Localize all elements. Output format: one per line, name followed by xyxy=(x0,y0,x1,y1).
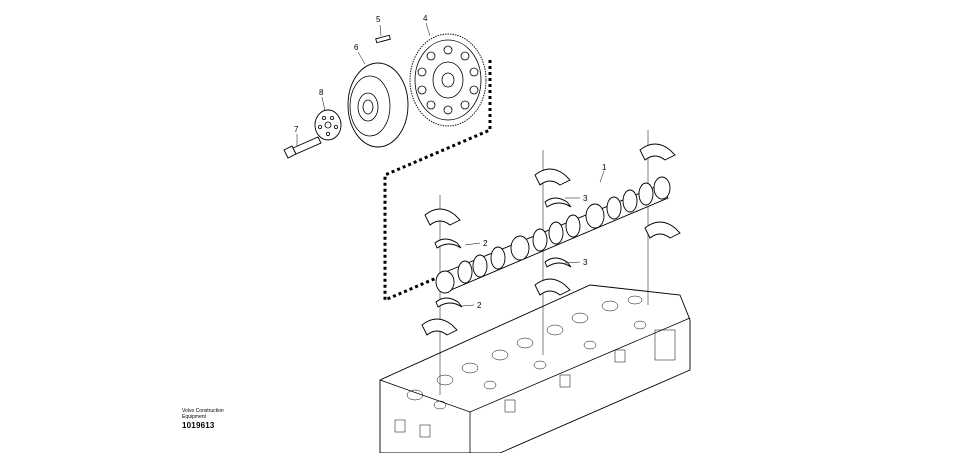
gear-hub xyxy=(347,62,409,148)
leader-lines xyxy=(296,22,605,307)
callout-labels: 5 4 6 8 7 1 3 2 3 2 xyxy=(294,14,607,310)
callout-8: 8 xyxy=(319,88,324,97)
callout-4: 4 xyxy=(423,14,428,23)
alignment-lines xyxy=(439,130,649,395)
callout-3-lower: 3 xyxy=(583,258,588,267)
camshaft-gear xyxy=(409,33,487,127)
bearing-caps xyxy=(421,143,681,336)
dowel-pin xyxy=(375,34,391,44)
callout-6: 6 xyxy=(354,43,359,52)
callout-3-upper: 3 xyxy=(583,194,588,203)
cylinder-head xyxy=(379,284,691,453)
washer xyxy=(314,109,342,141)
callout-2-lower: 2 xyxy=(477,301,482,310)
camshaft xyxy=(435,176,671,294)
callout-7: 7 xyxy=(294,125,299,134)
callout-1: 1 xyxy=(602,163,607,172)
drawing-number: 1019613 xyxy=(182,421,215,430)
bolt xyxy=(283,136,322,159)
company-name-line1: Volvo Construction xyxy=(182,408,224,414)
company-name-line2: Equipment xyxy=(182,414,206,420)
callout-2-upper: 2 xyxy=(483,239,488,248)
callout-5: 5 xyxy=(376,15,381,24)
